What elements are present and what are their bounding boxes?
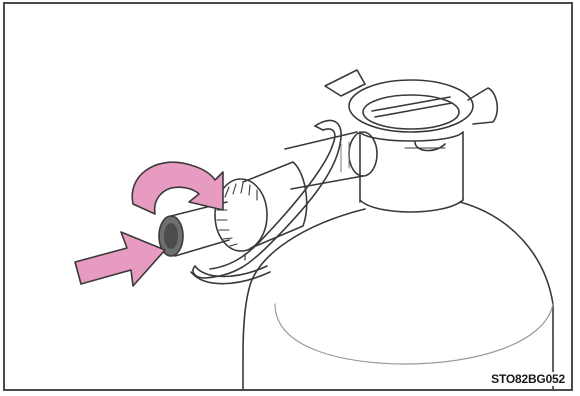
- rotate-arrow: [132, 162, 223, 214]
- neck-top-ring: [325, 70, 497, 151]
- figure-frame: STO82BG052: [3, 2, 573, 391]
- figure-code: STO82BG052: [489, 372, 567, 386]
- tank-body: [243, 202, 553, 389]
- fitting-illustration: [5, 4, 571, 389]
- outlet-pipe: [285, 132, 377, 189]
- push-arrow: [75, 232, 165, 286]
